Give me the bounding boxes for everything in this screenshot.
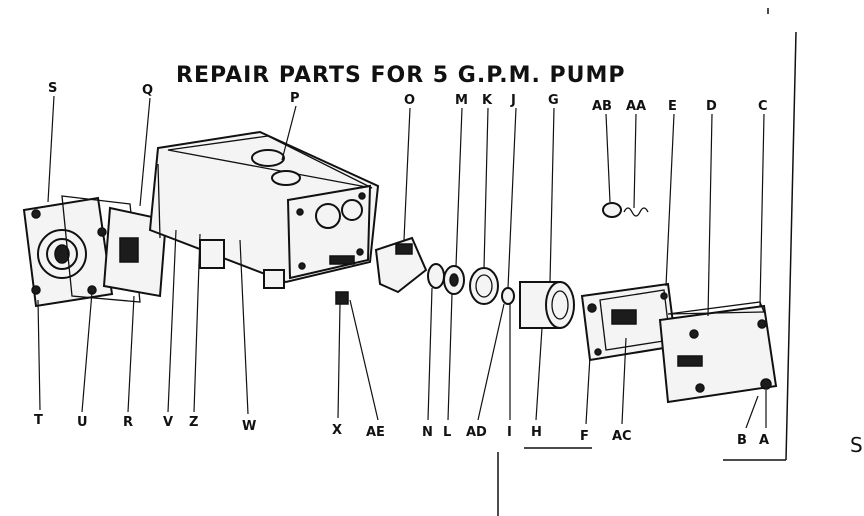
frame-lines [497,8,797,516]
label-T: T [34,413,43,428]
label-F: F [580,429,589,444]
label-B: B [737,433,747,448]
cylinder-part [519,281,575,329]
label-N: N [422,425,433,440]
label-O: O [404,93,415,108]
diagram-title: REPAIR PARTS FOR 5 G.P.M. PUMP [176,63,626,88]
bracket-part [374,236,428,294]
label-P: P [290,91,300,106]
label-A: A [759,433,769,448]
spring-part [602,202,649,218]
small-fitting-parts [329,255,355,305]
pump-body-part [148,130,380,289]
edge-letter: S [850,433,863,457]
label-D: D [706,99,717,114]
label-C: C [758,99,768,114]
leader-lines [37,95,767,429]
impeller-parts [427,263,515,305]
label-Z: Z [189,415,198,430]
label-V: V [163,415,173,430]
label-H: H [531,425,542,440]
bottom-callout-labels: T U R V Z W X AE N L AD I H F AC B A [34,413,769,448]
label-R: R [123,415,133,430]
label-Q: Q [142,83,153,98]
label-E: E [668,99,677,114]
label-AD: AD [466,425,487,440]
label-G: G [548,93,559,108]
label-U: U [77,415,88,430]
label-AE: AE [366,425,385,440]
label-AC: AC [612,429,632,444]
end-cap-part [658,301,778,404]
label-M: M [455,93,468,108]
label-AA: AA [626,99,646,114]
top-callout-labels: S Q P O M K J G AB AA E D C [48,81,768,114]
label-K: K [482,93,493,108]
label-J: J [510,93,516,108]
label-I: I [507,425,512,440]
label-S: S [48,81,57,96]
label-X: X [332,423,342,438]
label-L: L [443,425,451,440]
label-W: W [242,419,256,434]
label-AB: AB [592,99,612,114]
